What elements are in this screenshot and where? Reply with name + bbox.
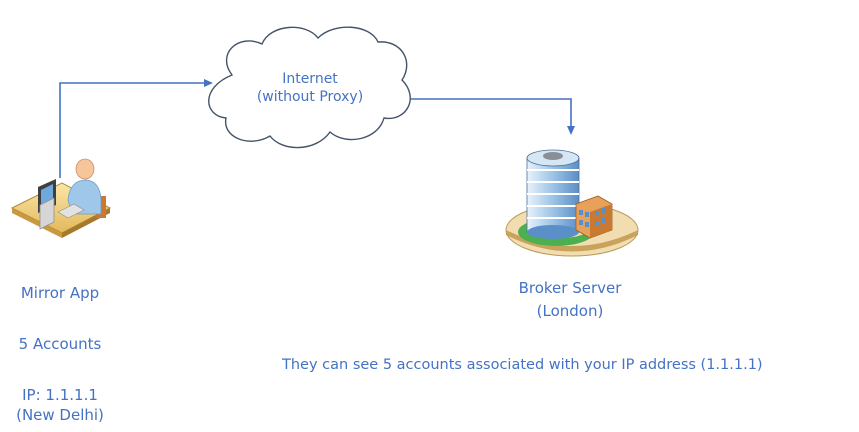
- client-to-internet-connector: [59, 79, 213, 178]
- internet-cloud-label: Internet (without Proxy): [255, 70, 365, 106]
- client-accounts-label: 5 Accounts: [18, 335, 102, 353]
- tracking-note: They can see 5 accounts associated with …: [282, 357, 763, 373]
- client-ip-label: IP: 1.1.1.1: [22, 386, 98, 404]
- internet-label: Internet: [282, 71, 338, 87]
- client-name-label: Mirror App: [20, 284, 100, 302]
- computer-user-icon: [10, 158, 112, 238]
- client-location-label: (New Delhi): [16, 406, 104, 424]
- office-building-icon: [505, 149, 639, 257]
- proxy-label: (without Proxy): [256, 89, 364, 105]
- server-name-label: Broker Server: [518, 279, 622, 297]
- internet-cloud-icon: [208, 26, 411, 149]
- server-location-label: (London): [536, 302, 604, 320]
- internet-to-server-connector: [396, 98, 575, 135]
